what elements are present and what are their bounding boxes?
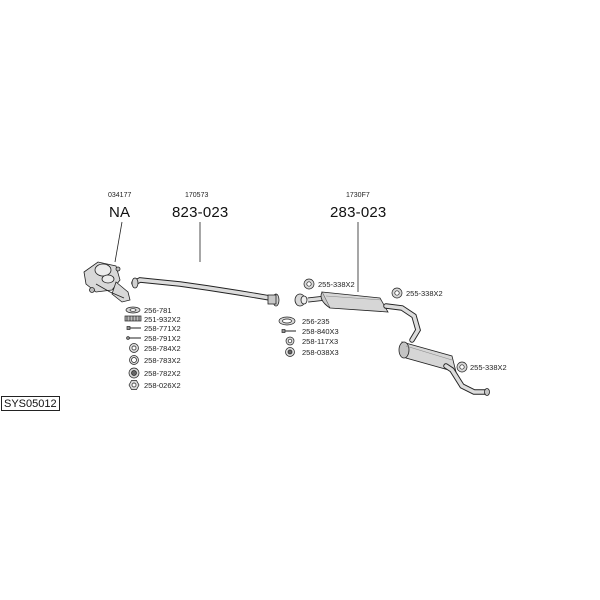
washer-icon	[129, 343, 139, 353]
fitting-code[interactable]: 258-782X2	[144, 369, 181, 378]
part-number-3[interactable]: 283-023	[330, 204, 387, 221]
part-number-2[interactable]: 823-023	[172, 204, 229, 221]
fitting-code[interactable]: 255-338X2	[470, 363, 507, 372]
middle-pipe-part[interactable]	[131, 277, 280, 307]
fitting-code[interactable]: 258-784X2	[144, 344, 181, 353]
oem-number-2: 170573	[185, 192, 209, 199]
bolt-icon	[126, 326, 141, 330]
part-number-1[interactable]: NA	[109, 204, 131, 221]
fitting-code[interactable]: 258-783X2	[144, 356, 181, 365]
leader-line-na	[114, 221, 123, 263]
system-code-label: SYS05012	[1, 396, 60, 411]
fitting-code[interactable]: 255-338X2	[318, 280, 355, 289]
pin-icon	[126, 336, 141, 340]
front-pipe-part[interactable]	[83, 261, 131, 303]
bolt-icon	[281, 329, 296, 333]
fitting-code[interactable]: 256-781	[144, 306, 172, 315]
fitting-code[interactable]: 258-026X2	[144, 381, 181, 390]
fitting-code[interactable]: 258-791X2	[144, 334, 181, 343]
hanger-rubber-icon	[303, 278, 315, 290]
hanger-rubber-icon	[456, 361, 468, 373]
fitting-code[interactable]: 256-235	[302, 317, 330, 326]
fitting-code[interactable]: 258-038X3	[302, 348, 339, 357]
fitting-code[interactable]: 255-338X2	[406, 289, 443, 298]
nut-icon	[285, 347, 295, 357]
fitting-code[interactable]: 258-771X2	[144, 324, 181, 333]
gasket-ring-icon	[278, 316, 296, 326]
nut-icon	[128, 367, 140, 379]
washer-icon	[285, 336, 295, 346]
gasket-icon	[125, 306, 141, 314]
hanger-rubber-icon	[391, 287, 403, 299]
ring-icon	[129, 355, 139, 365]
fitting-code[interactable]: 251-932X2	[144, 315, 181, 324]
joint-clamp-part[interactable]	[294, 293, 308, 307]
fitting-code[interactable]: 258-117X3	[302, 337, 339, 346]
oem-number-3: 1730F7	[346, 192, 370, 199]
hex-nut-icon	[128, 380, 140, 390]
rear-silencer-part[interactable]	[307, 291, 490, 396]
fitting-code[interactable]: 258-840X3	[302, 327, 339, 336]
spring-icon	[124, 315, 142, 322]
oem-number-1: 034177	[108, 192, 132, 199]
